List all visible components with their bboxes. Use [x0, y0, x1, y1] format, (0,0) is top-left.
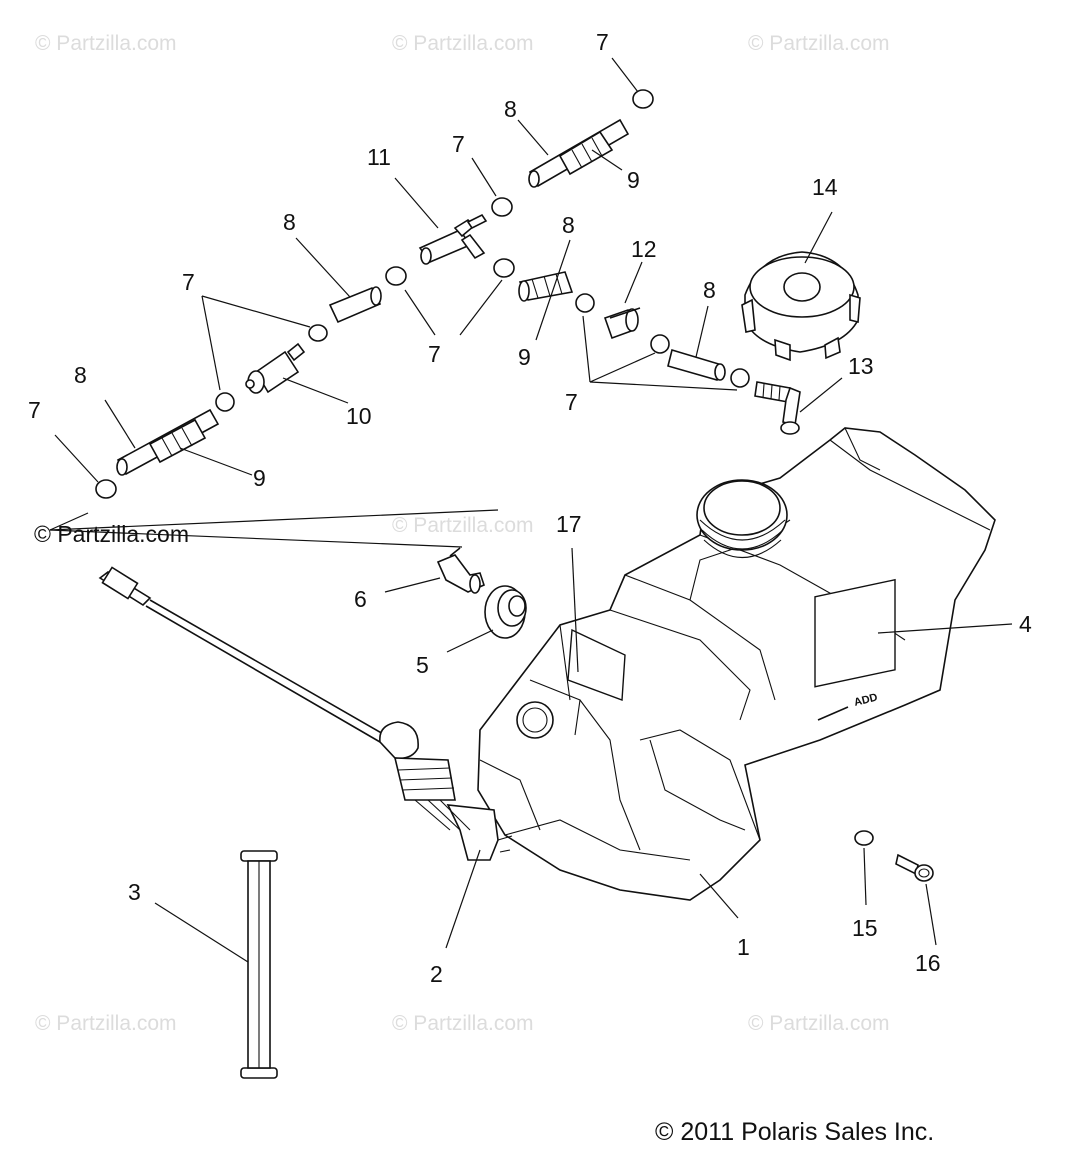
callout-12: 12 [631, 236, 657, 262]
callout-7-far-left: 7 [28, 397, 41, 423]
elbow-fitting [754, 381, 801, 435]
hose-clamp [215, 392, 235, 412]
callout-7-center: 7 [428, 341, 441, 367]
fuel-hose-sleeve [518, 271, 574, 302]
fuel-hose [528, 118, 630, 188]
callout-10: 10 [346, 403, 372, 429]
callout-8-right: 8 [703, 277, 716, 303]
copyright-notice: © 2011 Polaris Sales Inc. [655, 1118, 934, 1146]
fuel-hose [328, 286, 382, 324]
callout-2: 2 [430, 961, 443, 987]
hose-clamp [650, 334, 670, 354]
callout-9-center: 9 [518, 344, 531, 370]
callout-14: 14 [812, 174, 838, 200]
tank-add-label: ADD [853, 691, 879, 708]
callout-17: 17 [556, 511, 582, 537]
callout-7-left-group: 7 [182, 269, 195, 295]
watermark-top-right: © Partzilla.com [748, 32, 890, 55]
callout-4: 4 [1019, 611, 1032, 637]
watermark-top-center: © Partzilla.com [392, 32, 534, 55]
hose-clamp [730, 368, 750, 388]
fuel-hose [116, 408, 220, 476]
callout-13: 13 [848, 353, 874, 379]
callout-5: 5 [416, 652, 429, 678]
fuel-cap [741, 251, 861, 362]
callout-8-center: 8 [562, 212, 575, 238]
watermark-mid-center: © Partzilla.com [392, 514, 534, 537]
hose-clamp [575, 293, 595, 313]
callout-7-upper: 7 [452, 131, 465, 157]
hose-clamp [95, 479, 117, 499]
check-valve [603, 307, 641, 340]
callout-6: 6 [354, 586, 367, 612]
callout-7-right-group: 7 [565, 389, 578, 415]
warning-decal [814, 578, 896, 688]
fuel-tank: ADD [477, 427, 996, 901]
fuel-filter [245, 342, 306, 394]
decal-17 [567, 628, 626, 701]
callout-8-top: 8 [504, 96, 517, 122]
callout-9-left: 9 [253, 465, 266, 491]
callout-7-top: 7 [596, 29, 609, 55]
callout-11: 11 [367, 144, 391, 170]
callout-8-left: 8 [74, 362, 87, 388]
hose-clamp [632, 89, 654, 109]
callout-16: 16 [915, 950, 941, 976]
hose-clamp [491, 197, 513, 217]
callout-1: 1 [737, 934, 750, 960]
leader-lines [49, 57, 1013, 963]
watermark-top-left: © Partzilla.com [35, 32, 177, 55]
hose-clamp [493, 258, 515, 278]
watermark-bottom-right: © Partzilla.com [748, 1012, 890, 1035]
callout-3: 3 [128, 879, 141, 905]
callout-9-top: 9 [627, 167, 640, 193]
tee-fitting [418, 213, 488, 265]
bolt [895, 853, 934, 882]
hose-clamp [385, 266, 407, 286]
watermark-bottom-center: © Partzilla.com [392, 1012, 534, 1035]
tank-strap [240, 850, 278, 1079]
callout-8-left-mid: 8 [283, 209, 296, 235]
hose-clamp [308, 324, 328, 342]
vent-elbow [436, 547, 485, 594]
fuel-hose [667, 348, 726, 381]
fuel-sender [98, 566, 513, 861]
washer [854, 830, 874, 846]
callout-15: 15 [852, 915, 878, 941]
grommet [484, 585, 527, 639]
watermark-bottom-left: © Partzilla.com [35, 1012, 177, 1035]
